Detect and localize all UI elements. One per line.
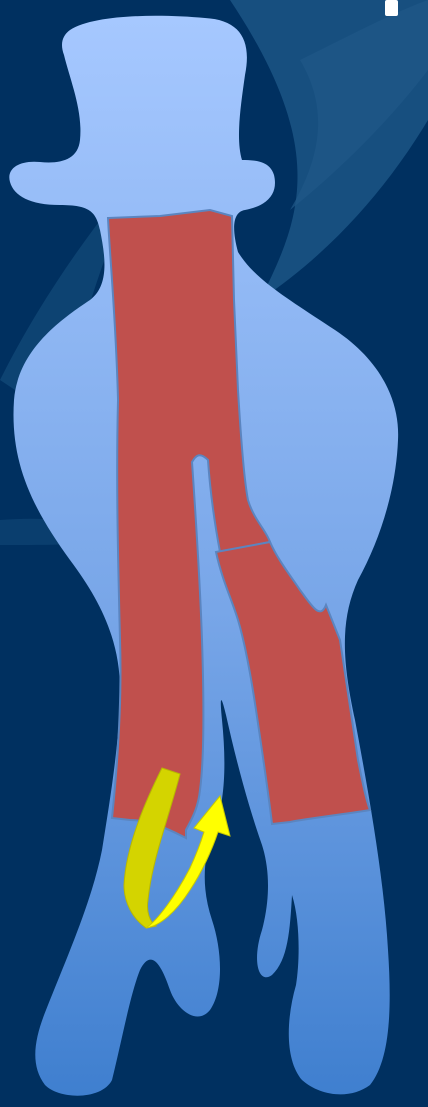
corner-mark	[385, 0, 398, 16]
